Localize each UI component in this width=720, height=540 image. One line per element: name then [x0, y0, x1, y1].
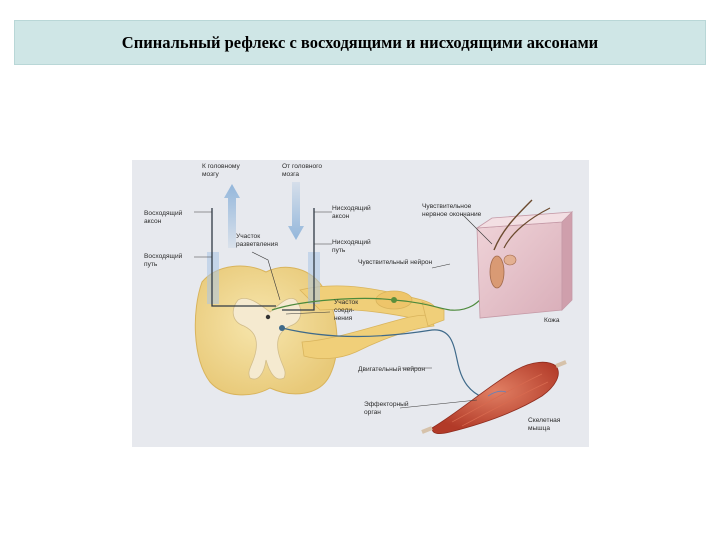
- label-skin: Кожа: [544, 317, 560, 324]
- nerve-roots: [299, 285, 445, 360]
- label-from-brain-1: От головного: [282, 163, 322, 170]
- hair-follicle: [489, 255, 505, 289]
- label-effector-2: орган: [364, 409, 381, 416]
- label-sensory-ending-1: Чувствительное: [422, 203, 472, 210]
- slide-title: Спинальный рефлекс с восходящими и нисхо…: [121, 32, 599, 52]
- label-branch-site-2: разветвления: [236, 241, 278, 248]
- slide-title-bar: Спинальный рефлекс с восходящими и нисхо…: [14, 20, 706, 65]
- axons: [211, 208, 315, 311]
- sensory-cell-body: [391, 297, 397, 303]
- skeletal-muscle: [421, 360, 567, 435]
- motor-cell-body: [279, 325, 285, 331]
- label-ascending-axon-2: аксон: [144, 218, 162, 225]
- label-sensory-ending-2: нервное окончание: [422, 211, 482, 218]
- spinal-reflex-diagram: К головному мозгу От головного мозга Вос…: [132, 160, 589, 447]
- label-skeletal-muscle-1: Скелетная: [528, 417, 561, 424]
- spinal-cord: [194, 265, 338, 396]
- label-descending-axon-1: Нисходящий: [332, 204, 371, 212]
- label-descending-axon-2: аксон: [332, 213, 350, 220]
- to-brain-arrow-icon: [224, 184, 240, 248]
- label-descending-path-2: путь: [332, 247, 346, 254]
- motor-neuron-path: [281, 327, 485, 399]
- effector-ending: [487, 390, 507, 397]
- diagram-labels: К головному мозгу От головного мозга Вос…: [144, 163, 561, 432]
- from-brain-arrow-icon: [288, 182, 304, 240]
- leader-lines: [194, 211, 493, 409]
- label-from-brain-2: мозга: [282, 171, 299, 178]
- label-to-brain-2: мозгу: [202, 171, 220, 178]
- ascending-path-column: [207, 252, 219, 304]
- hair-icon: [493, 199, 533, 251]
- label-ascending-axon-1: Восходящий: [144, 209, 183, 217]
- descending-axon: [282, 208, 315, 311]
- label-branch-site-1: Участок: [236, 233, 260, 240]
- diagram-svg: К головному мозгу От головного мозга Вос…: [132, 160, 589, 447]
- label-effector-1: Эффекторный: [364, 400, 409, 408]
- central-canal: [265, 314, 271, 320]
- label-skeletal-muscle-2: мышца: [528, 425, 550, 432]
- label-ascending-path-1: Восходящий: [144, 252, 183, 260]
- label-ascending-path-2: путь: [144, 261, 158, 268]
- label-sensory-neuron: Чувствительный нейрон: [358, 258, 433, 266]
- ventral-root: [301, 314, 435, 360]
- label-descending-path-1: Нисходящий: [332, 238, 371, 246]
- label-to-brain-1: К головному: [202, 163, 240, 170]
- ascending-axon: [211, 208, 276, 307]
- label-motor-neuron: Двигательный нейрон: [358, 365, 425, 373]
- label-synapse-site-3: нения: [334, 315, 353, 322]
- label-synapse-site-1: Участок: [334, 299, 358, 306]
- label-synapse-site-2: соеди-: [334, 307, 354, 314]
- skin-block: [475, 199, 574, 319]
